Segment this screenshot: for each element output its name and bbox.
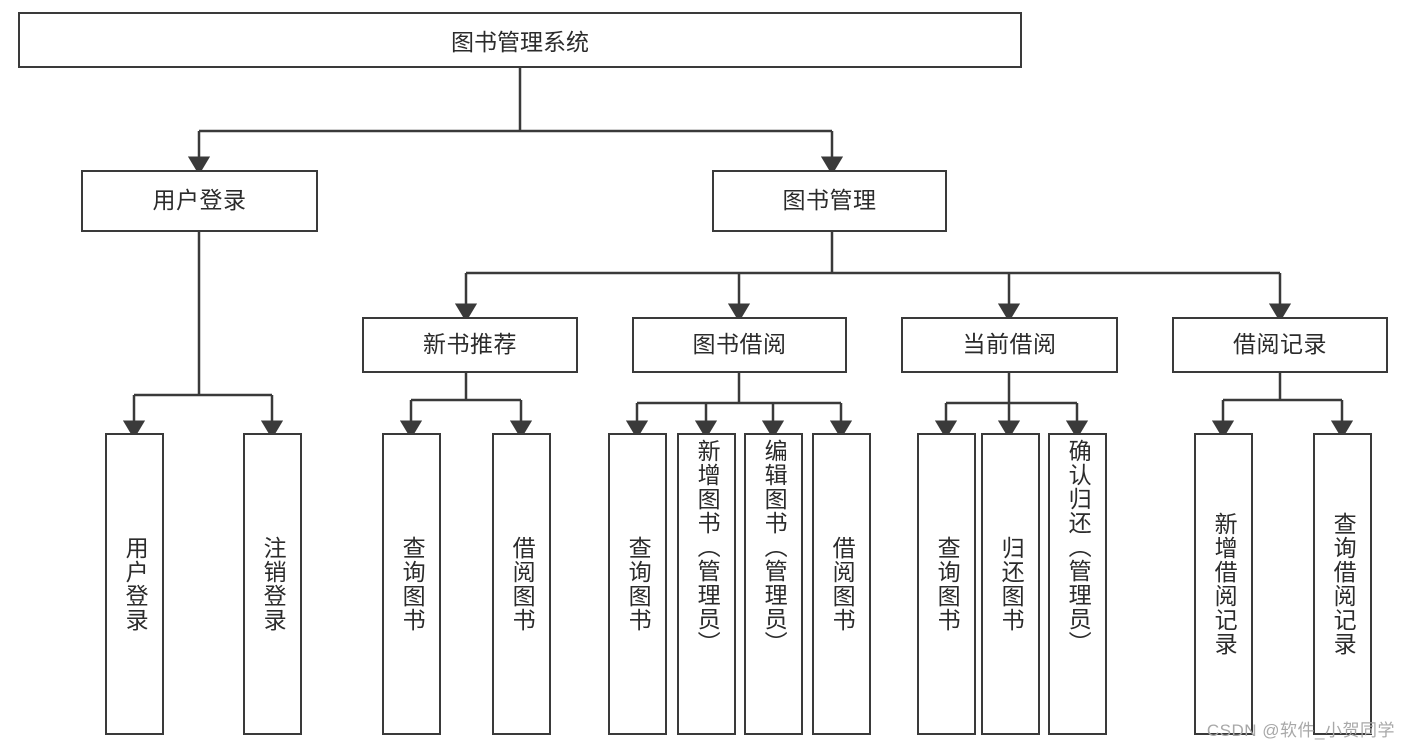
leaf-text-wrap: 新增图书（管理员） <box>679 435 734 733</box>
leaf-text-wrap: 编辑图书（管理员） <box>746 435 801 733</box>
leaf-book-borrow-add-book-admin[interactable]: 新增图书（管理员） <box>677 433 736 735</box>
node-label: 注销登录 <box>260 536 287 632</box>
node-label: 用户登录 <box>122 536 149 632</box>
leaf-text-wrap: 新增借阅记录 <box>1196 435 1251 733</box>
leaf-book-borrow-borrow-book[interactable]: 借阅图书 <box>812 433 871 735</box>
node-label: 借阅图书 <box>829 536 856 632</box>
leaf-new-book-borrow-book[interactable]: 借阅图书 <box>492 433 551 735</box>
leaf-book-borrow-edit-book-admin[interactable]: 编辑图书（管理员） <box>744 433 803 735</box>
leaf-text-wrap: 查询图书 <box>610 435 665 733</box>
node-label: 图书借阅 <box>692 331 787 358</box>
node-label: 图书管理系统 <box>451 29 589 55</box>
leaf-text-wrap: 确认归还（管理员） <box>1050 435 1105 733</box>
node-label: 编辑图书（管理员） <box>761 439 788 655</box>
leaf-current-borrow-query-book[interactable]: 查询图书 <box>917 433 976 735</box>
node-label: 查询借阅记录 <box>1330 512 1357 656</box>
leaf-current-borrow-confirm-return-admin[interactable]: 确认归还（管理员） <box>1048 433 1107 735</box>
node-label: 确认归还（管理员） <box>1065 439 1092 655</box>
leaf-text-wrap: 注销登录 <box>245 435 300 733</box>
leaf-text-wrap: 借阅图书 <box>494 435 549 733</box>
node-borrow-record[interactable]: 借阅记录 <box>1172 317 1388 373</box>
node-root-book-management-system[interactable]: 图书管理系统 <box>18 12 1022 68</box>
leaf-user-login-logout[interactable]: 注销登录 <box>243 433 302 735</box>
node-label: 当前借阅 <box>962 331 1057 358</box>
node-label: 用户登录 <box>152 187 247 214</box>
leaf-book-borrow-query-book[interactable]: 查询图书 <box>608 433 667 735</box>
node-label: 查询图书 <box>625 536 652 632</box>
node-new-book-recommend[interactable]: 新书推荐 <box>362 317 578 373</box>
node-label: 查询图书 <box>399 536 426 632</box>
leaf-text-wrap: 归还图书 <box>983 435 1038 733</box>
node-label: 借阅图书 <box>509 536 536 632</box>
node-label: 图书管理 <box>782 187 877 214</box>
leaf-text-wrap: 用户登录 <box>107 435 162 733</box>
node-label: 查询图书 <box>934 536 961 632</box>
node-user-login[interactable]: 用户登录 <box>81 170 318 232</box>
node-label: 借阅记录 <box>1233 331 1327 358</box>
csdn-watermark: CSDN @软件_小贺同学 <box>1206 721 1395 740</box>
leaf-user-login-login[interactable]: 用户登录 <box>105 433 164 735</box>
leaf-new-book-query-book[interactable]: 查询图书 <box>382 433 441 735</box>
leaf-text-wrap: 查询图书 <box>919 435 974 733</box>
node-book-borrow[interactable]: 图书借阅 <box>632 317 847 373</box>
node-current-borrow[interactable]: 当前借阅 <box>901 317 1118 373</box>
node-label: 新书推荐 <box>423 331 517 358</box>
node-label: 新增图书（管理员） <box>694 439 721 655</box>
leaf-text-wrap: 查询借阅记录 <box>1315 435 1370 733</box>
node-book-management[interactable]: 图书管理 <box>712 170 947 232</box>
leaf-borrow-record-query-record[interactable]: 查询借阅记录 <box>1313 433 1372 735</box>
leaf-text-wrap: 借阅图书 <box>814 435 869 733</box>
node-label: 新增借阅记录 <box>1211 512 1238 656</box>
leaf-current-borrow-return-book[interactable]: 归还图书 <box>981 433 1040 735</box>
node-label: 归还图书 <box>998 536 1025 632</box>
leaf-text-wrap: 查询图书 <box>384 435 439 733</box>
leaf-borrow-record-add-record[interactable]: 新增借阅记录 <box>1194 433 1253 735</box>
